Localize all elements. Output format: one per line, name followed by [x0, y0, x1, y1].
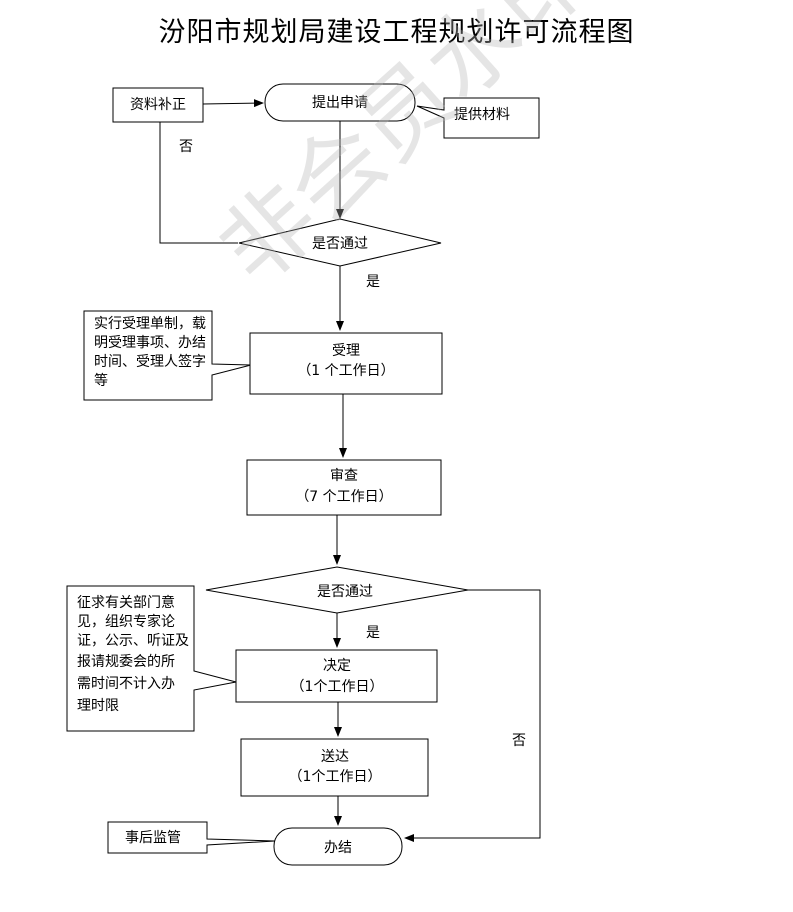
- materials-callout: [416, 97, 540, 139]
- edge-label-no1: 否: [179, 139, 193, 155]
- apply-label: 提出申请: [312, 95, 368, 111]
- supplement-box: [112, 87, 204, 123]
- edge-label-yes2: 是: [366, 625, 380, 641]
- decide-note-line: 证，公示、听证及: [77, 633, 189, 649]
- decide-note-line: 理时限: [77, 698, 119, 714]
- decide-note-callout: [66, 585, 237, 732]
- edge-label-no2: 否: [512, 733, 526, 749]
- edge-check2-no: [404, 589, 541, 842]
- supplement-label: 资料补正: [130, 97, 186, 113]
- check2-label: 是否通过: [317, 584, 373, 600]
- decide-box: [235, 649, 438, 703]
- accept-days: （1 个工作日）: [297, 363, 394, 379]
- edge-label-yes1: 是: [366, 274, 380, 290]
- decide-note-line: 征求有关部门意: [77, 594, 175, 611]
- accept-note-line: 时间、受理人签字: [94, 353, 206, 370]
- materials-label: 提供材料: [454, 107, 510, 123]
- deliver-label: 送达: [321, 749, 349, 765]
- decide-note-line: 报请规委会的所: [77, 654, 175, 670]
- accept-note-text: 实行受理单制，载 明受理事项、办结 时间、受理人签字 等: [94, 316, 206, 389]
- deliver-days: （1个工作日）: [289, 769, 382, 785]
- finish-label: 办结: [324, 840, 352, 856]
- decide-note-line: 需时间不计入办: [77, 676, 175, 692]
- decide-label: 决定: [323, 658, 351, 674]
- decide-note-line: 见，组织专家论: [77, 613, 175, 630]
- review-days: （7 个工作日）: [295, 489, 392, 505]
- page-title: 汾阳市规划局建设工程规划许可流程图: [158, 17, 635, 48]
- supervise-label: 事后监管: [125, 830, 181, 846]
- accept-label: 受理: [332, 343, 360, 359]
- deliver-box: [240, 738, 429, 797]
- edge-supplement-apply: [202, 99, 264, 108]
- accept-note-line: 明受理事项、办结: [94, 335, 206, 351]
- review-label: 审查: [330, 468, 358, 484]
- review-box: [246, 459, 442, 516]
- accept-note-callout: [83, 310, 252, 401]
- decide-days: （1个工作日）: [291, 679, 384, 695]
- accept-box: [249, 332, 443, 395]
- accept-note-line: 实行受理单制，载: [94, 316, 206, 332]
- finish-terminal: [273, 827, 403, 866]
- accept-note-line: 等: [94, 372, 108, 389]
- supervise-callout: [107, 821, 276, 854]
- decide-note-text: 征求有关部门意 见，组织专家论 证，公示、听证及 报请规委会的所 需时间不计入办…: [77, 594, 189, 714]
- edge-check1-no: [159, 122, 238, 244]
- check1-label: 是否通过: [312, 236, 368, 252]
